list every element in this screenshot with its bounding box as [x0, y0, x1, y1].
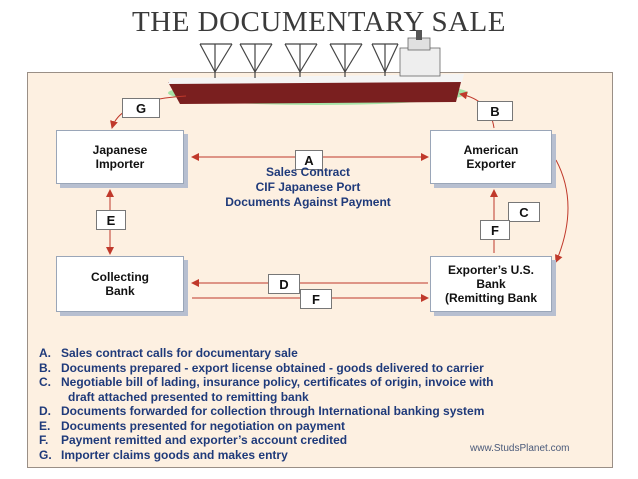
label-c: C: [508, 202, 540, 222]
legend-row: F.Payment remitted and exporter’s accoun…: [39, 433, 348, 447]
legend-row: D.Documents forwarded for collection thr…: [39, 404, 485, 418]
label-b: B: [477, 101, 513, 121]
collecting-bank-label: Collecting Bank: [90, 270, 149, 298]
label-a: A: [295, 150, 323, 170]
legend-row: C.Negotiable bill of lading, insurance p…: [39, 375, 494, 389]
label-f-right: F: [480, 220, 510, 240]
american-exporter-label: American Exporter: [463, 143, 519, 171]
label-e: E: [96, 210, 126, 230]
legend-row: draft attached presented to remitting ba…: [68, 389, 309, 404]
label-d: D: [268, 274, 300, 294]
legend-row: G.Importer claims goods and makes entry: [39, 447, 288, 462]
collecting-bank-box: Collecting Bank: [56, 256, 184, 312]
remitting-bank-box: Exporter’s U.S. Bank (Remitting Bank: [430, 256, 552, 312]
label-g: G: [122, 98, 160, 118]
note-line: Sales Contract: [265, 165, 351, 179]
sales-contract-note: Sales Contract CIF Japanese Port Documen…: [198, 165, 418, 210]
watermark: www.StudsPlanet.com: [470, 443, 570, 454]
cargo-ship-icon: [168, 30, 468, 105]
legend-row: E.Documents presented for negotiation on…: [39, 418, 346, 433]
legend: A.Sales contract calls for documentary s…: [39, 346, 599, 462]
american-exporter-box: American Exporter: [430, 130, 552, 184]
note-line: Documents Against Payment: [225, 195, 391, 209]
legend-row: A.Sales contract calls for documentary s…: [39, 346, 298, 360]
page-title: THE DOCUMENTARY SALE: [132, 6, 506, 38]
remitting-bank-label: Exporter’s U.S. Bank (Remitting Bank: [444, 263, 537, 305]
japanese-importer-box: Japanese Importer: [56, 130, 184, 184]
japanese-importer-label: Japanese Importer: [92, 143, 148, 171]
note-line: CIF Japanese Port: [255, 180, 361, 194]
legend-row: B.Documents prepared - export license ob…: [39, 360, 484, 375]
label-f-bottom: F: [300, 289, 332, 309]
